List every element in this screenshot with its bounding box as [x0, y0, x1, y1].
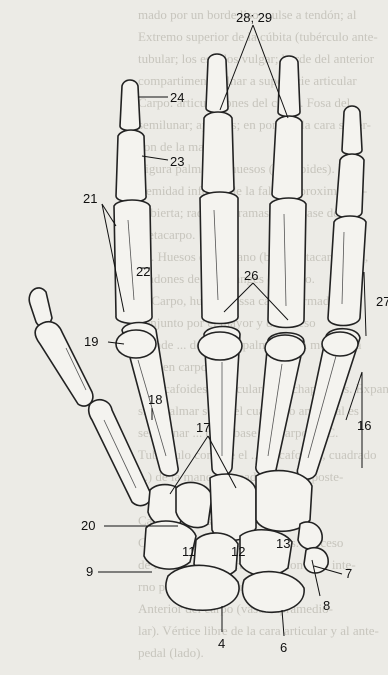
label-11: 11 [182, 544, 196, 559]
label-18: 18 [148, 392, 162, 407]
label-12: 12 [231, 544, 245, 559]
thumb-distal-phalanx [29, 288, 52, 326]
index-distal-phalanx [120, 80, 140, 131]
label-24: 24 [170, 90, 184, 105]
label-8: 8 [323, 598, 330, 613]
label-21: 21 [83, 191, 97, 206]
label-19: 19 [84, 334, 98, 349]
label-26: 26 [244, 268, 258, 283]
label-28-29: 28; 29 [236, 10, 272, 25]
label-20: 20 [81, 518, 95, 533]
middle-middle-phalanx [202, 112, 234, 194]
label-6: 6 [280, 640, 287, 655]
little-metacarpal-head [322, 332, 358, 356]
ring-distal-phalanx [278, 56, 300, 117]
middle-metacarpal-head [198, 332, 242, 360]
hand-bones [29, 54, 366, 612]
label-16: 16 [357, 418, 371, 433]
label-13: 13 [276, 536, 290, 551]
label-22: 22 [136, 264, 150, 279]
index-proximal-phalanx [114, 200, 152, 324]
label-17: 17 [196, 420, 210, 435]
pisiform-bone [298, 522, 322, 549]
capitate-bone [210, 474, 256, 540]
ring-middle-phalanx [272, 116, 302, 200]
label-23: 23 [170, 154, 184, 169]
radial-styloid [166, 565, 239, 610]
label-27: 27 [376, 294, 388, 309]
index-middle-phalanx [116, 130, 146, 202]
label-4: 4 [218, 636, 225, 651]
little-distal-phalanx [342, 106, 362, 155]
little-proximal-phalanx [328, 216, 366, 326]
ring-metacarpal-head [265, 335, 305, 361]
little-middle-phalanx [336, 154, 364, 218]
label-9: 9 [86, 564, 93, 579]
middle-distal-phalanx [206, 54, 228, 113]
ring-proximal-phalanx [268, 198, 306, 328]
trapezoid-bone [176, 482, 212, 527]
ulna-head [242, 572, 304, 613]
label-7: 7 [345, 566, 352, 581]
